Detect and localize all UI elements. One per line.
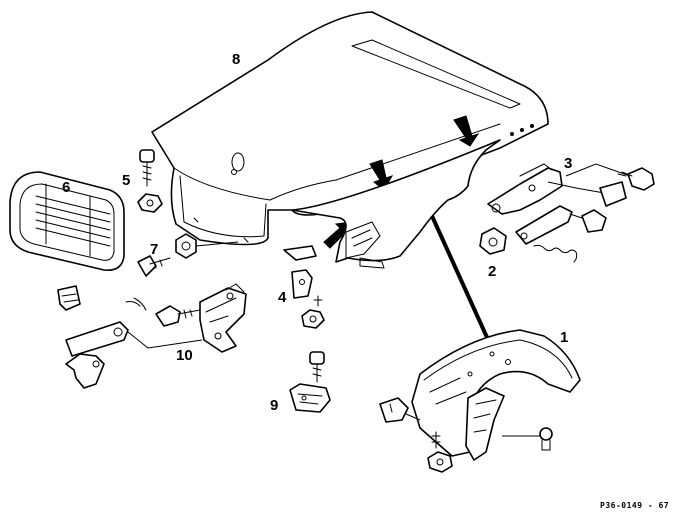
callout-7: 7 <box>150 241 158 258</box>
latch-part-10 <box>57 283 247 389</box>
callout-10: 10 <box>176 347 193 364</box>
bracket-part-9 <box>289 351 331 413</box>
callout-3: 3 <box>564 155 572 172</box>
callout-8: 8 <box>232 51 240 68</box>
fender-liner-part <box>379 329 581 473</box>
hood-part <box>151 11 549 246</box>
leader-line <box>430 215 492 345</box>
hinge-part-3 <box>487 163 655 263</box>
bracket-part-4 <box>283 245 325 329</box>
callout-4: 4 <box>278 289 287 306</box>
bolt-part-5 <box>137 149 163 213</box>
fender-part <box>291 139 501 269</box>
callout-9: 9 <box>270 397 278 414</box>
callout-2: 2 <box>488 263 496 280</box>
arrow-icon <box>453 115 480 147</box>
nut-part-2 <box>479 227 507 255</box>
callout-5: 5 <box>122 172 130 189</box>
grille-part <box>9 171 125 272</box>
callout-1: 1 <box>560 329 568 346</box>
bolt-part-7 <box>137 233 239 277</box>
callout-6: 6 <box>62 179 70 196</box>
figure-code: P36-0149 - 67 <box>600 501 669 510</box>
